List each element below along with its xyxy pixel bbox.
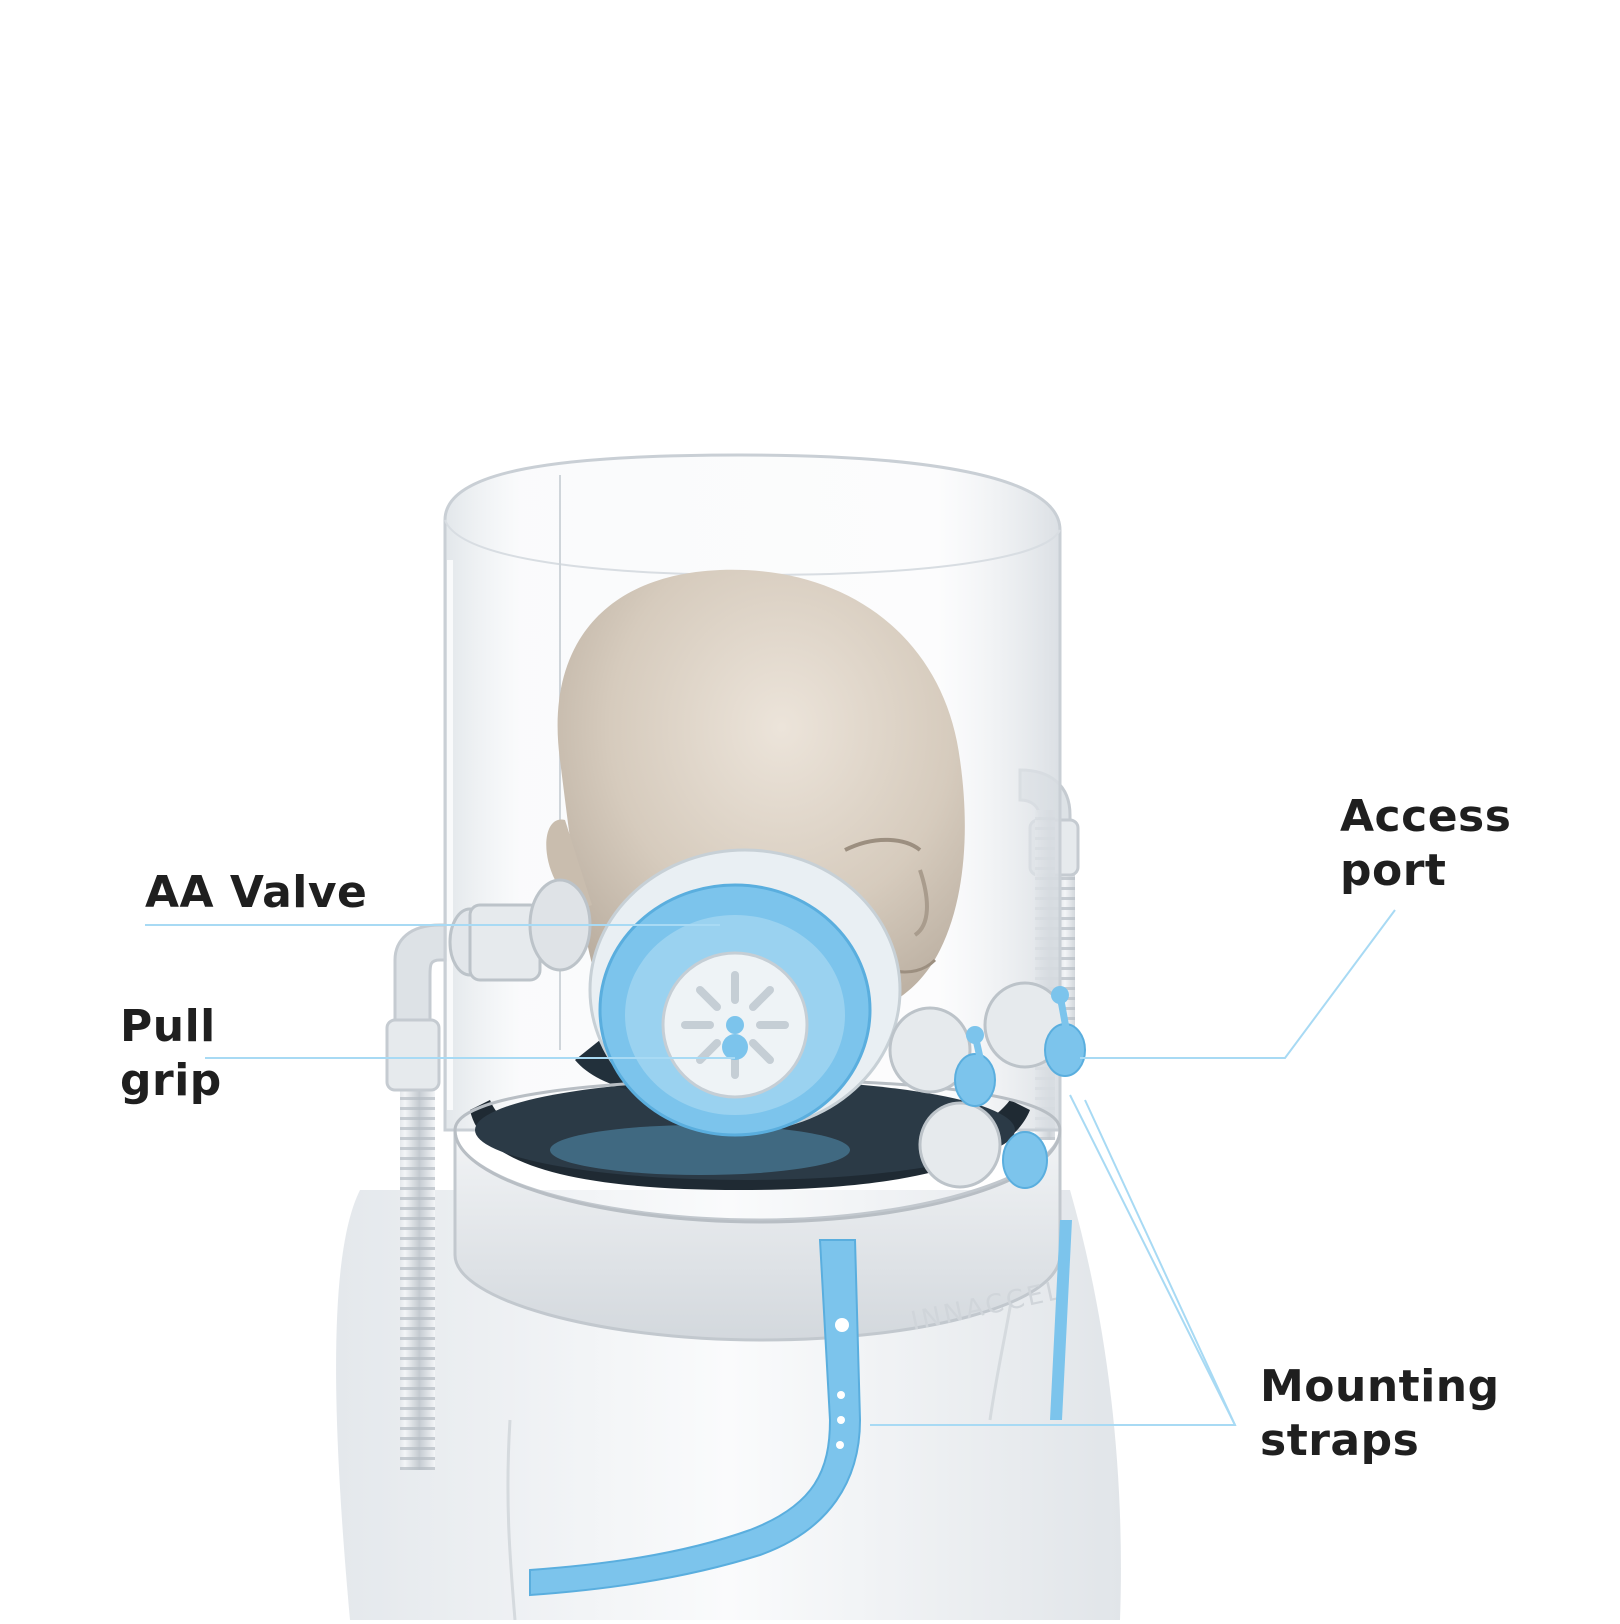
label-mounting-straps-line1: Mounting bbox=[1260, 1360, 1500, 1414]
access-port-leader bbox=[1080, 910, 1395, 1058]
label-access-port: Access port bbox=[1340, 790, 1511, 898]
label-aa-valve: AA Valve bbox=[145, 866, 367, 920]
label-mounting-straps: Mounting straps bbox=[1260, 1360, 1500, 1468]
label-access-port-line2: port bbox=[1340, 844, 1511, 898]
label-aa-valve-text: AA Valve bbox=[145, 866, 367, 920]
label-pull-grip: Pull grip bbox=[120, 1000, 222, 1108]
label-access-port-line1: Access bbox=[1340, 790, 1511, 844]
label-pull-grip-line1: Pull bbox=[120, 1000, 222, 1054]
label-mounting-straps-line2: straps bbox=[1260, 1414, 1500, 1468]
pull-grip bbox=[722, 1034, 748, 1060]
label-pull-grip-line2: grip bbox=[120, 1054, 222, 1108]
